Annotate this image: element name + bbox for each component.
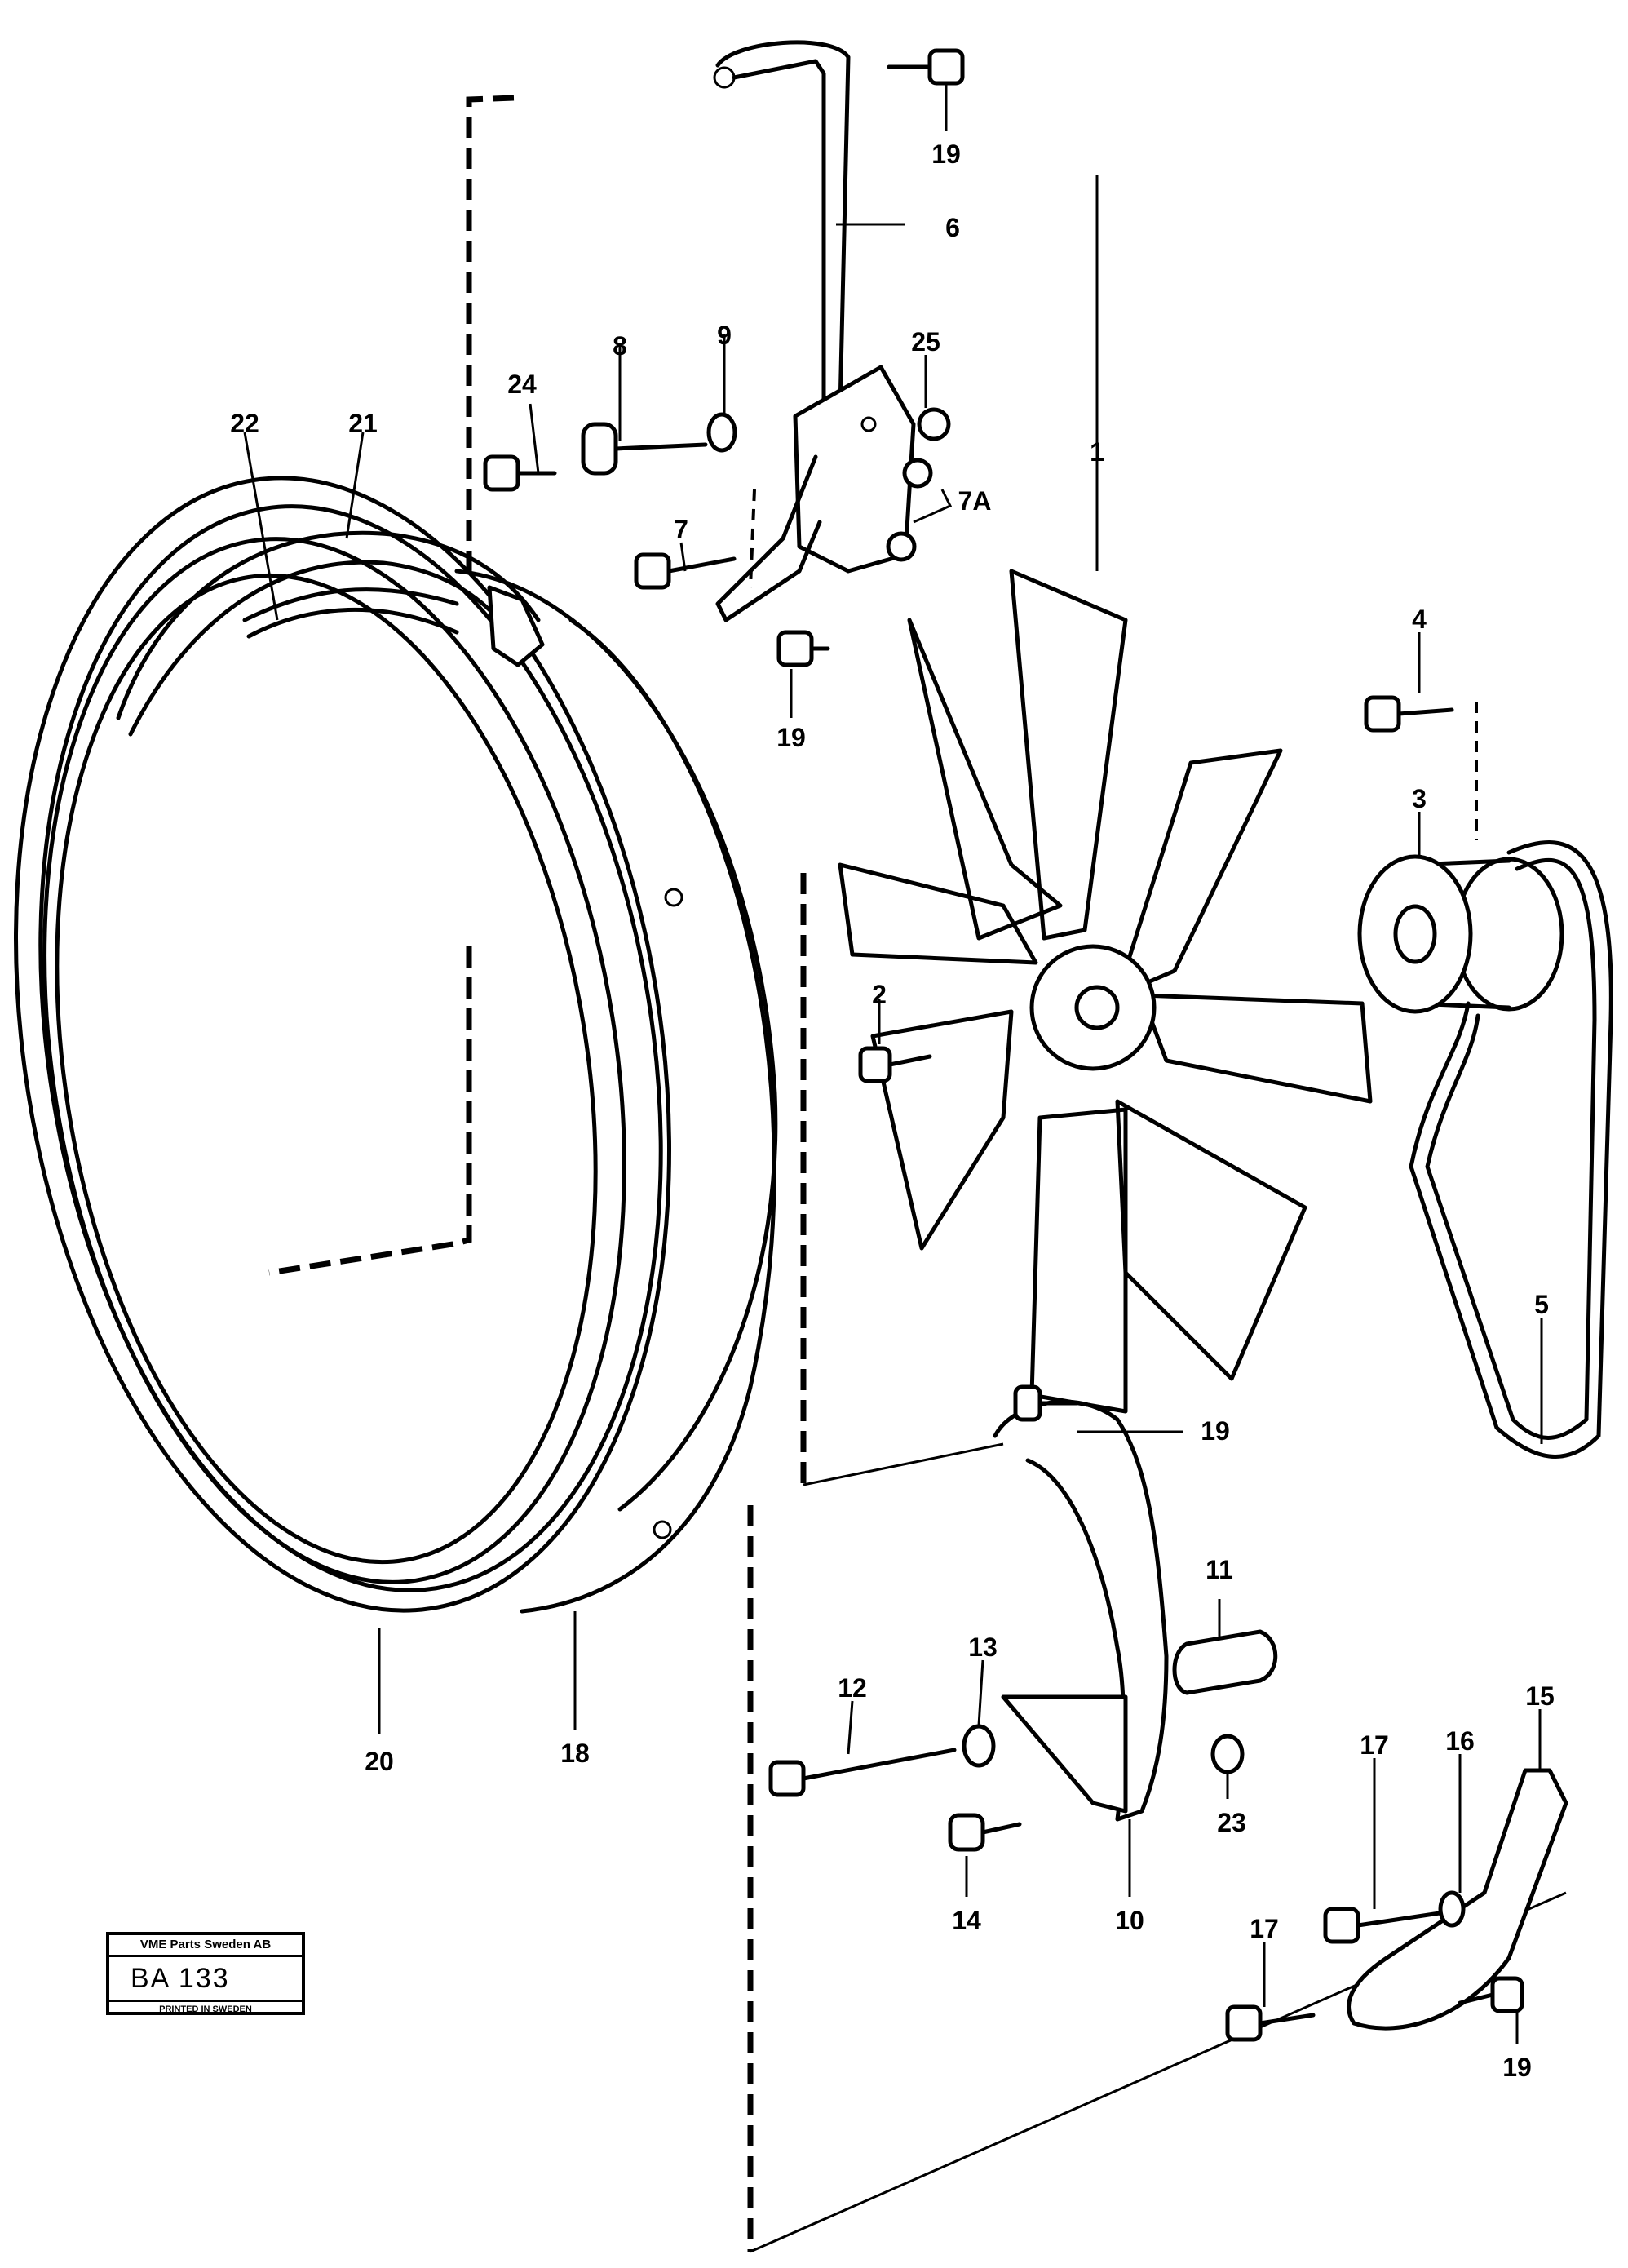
- callout-16: 16: [1445, 1726, 1475, 1756]
- callout-25: 25: [911, 327, 940, 357]
- callout-labels: 1 2 3 4 5 6 7 7A 8 9 10 11 12 13 14 15 1…: [230, 140, 1555, 2082]
- bolt-part-2: [858, 1046, 932, 1083]
- shroud-upper-seal: [116, 530, 545, 737]
- callout-10: 10: [1115, 1906, 1144, 1935]
- lower-right-bracket: [1225, 1768, 1568, 2042]
- callout-21: 21: [348, 409, 378, 438]
- callout-19-bottom: 19: [1502, 2053, 1532, 2082]
- lower-fasteners: [768, 1629, 1278, 1852]
- lower-bracket-part-10: [993, 1384, 1169, 1822]
- callout-2: 2: [872, 980, 887, 1009]
- callout-1: 1: [1090, 437, 1104, 467]
- callout-11: 11: [1206, 1555, 1233, 1584]
- stamp-printed: PRINTED IN SWEDEN: [159, 2004, 252, 2014]
- callout-9: 9: [717, 321, 732, 350]
- upper-bracket-part-6: [713, 40, 916, 622]
- callout-6: 6: [945, 213, 960, 242]
- callout-18: 18: [560, 1739, 590, 1768]
- callout-4: 4: [1412, 605, 1427, 634]
- callout-3: 3: [1412, 784, 1427, 813]
- callout-14: 14: [952, 1906, 981, 1935]
- fan-part-1: [838, 569, 1373, 1414]
- callout-leader-lines: [243, 82, 1543, 2044]
- callout-17-upper: 17: [1360, 1730, 1389, 1760]
- stamp-company: VME Parts Sweden AB: [109, 1935, 302, 1957]
- callout-19-top: 19: [931, 140, 961, 169]
- callout-13: 13: [968, 1632, 998, 1662]
- callout-23: 23: [1217, 1808, 1246, 1837]
- assembly-dashed-lines: [268, 95, 1567, 2253]
- callout-12: 12: [838, 1673, 867, 1703]
- callout-20: 20: [365, 1747, 394, 1776]
- callout-19-fan: 19: [1201, 1416, 1230, 1446]
- callout-7a: 7A: [958, 486, 992, 516]
- v-belt-part-5: [1409, 840, 1613, 1459]
- callout-22: 22: [230, 409, 259, 438]
- callout-19-middle: 19: [776, 723, 806, 752]
- callout-17-lower: 17: [1250, 1914, 1279, 1943]
- stamp-code: BA 133: [109, 1957, 302, 2002]
- callout-24: 24: [507, 370, 537, 399]
- callout-8: 8: [613, 331, 627, 361]
- bolts-upper-group: [483, 48, 965, 667]
- callout-7: 7: [674, 515, 688, 544]
- fan-shroud-ring: [14, 476, 778, 1614]
- pulley-hub-part-3: [1357, 695, 1564, 1014]
- callout-5: 5: [1534, 1290, 1549, 1319]
- callout-15: 15: [1525, 1681, 1555, 1711]
- title-stamp: VME Parts Sweden AB BA 133 PRINTED IN SW…: [106, 1932, 305, 2015]
